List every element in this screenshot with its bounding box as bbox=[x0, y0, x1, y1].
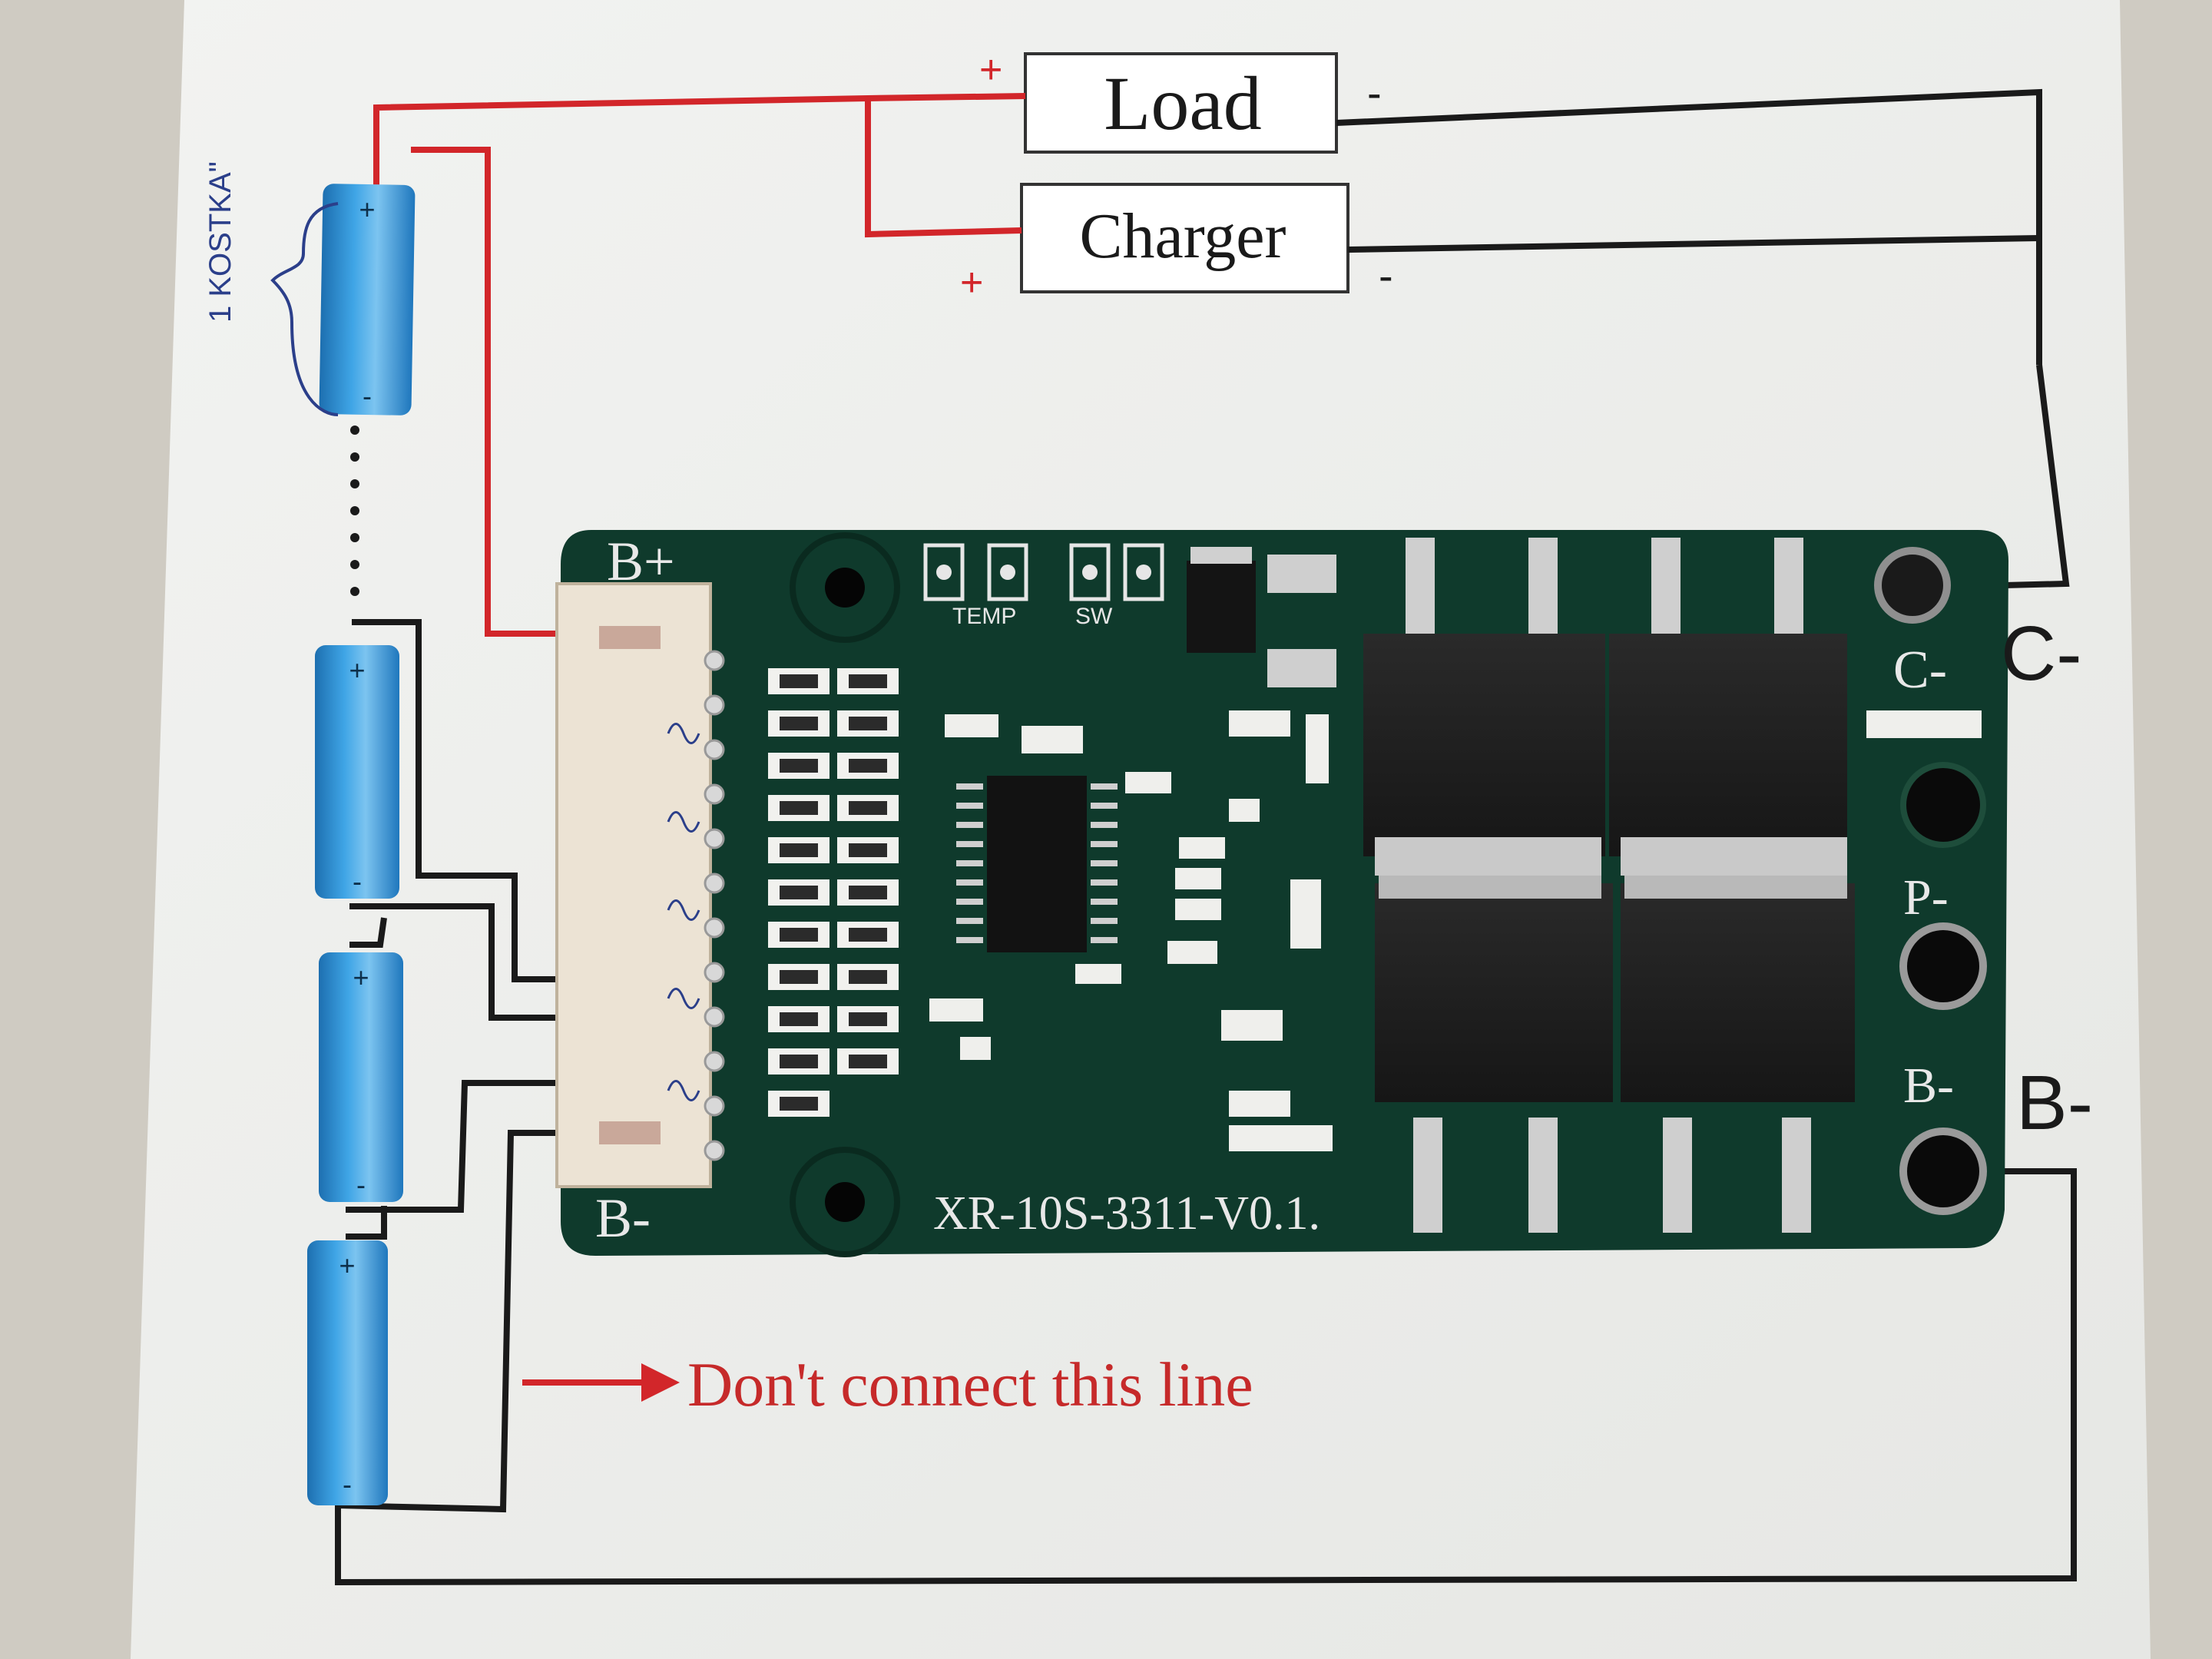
mosfet-bottom-left bbox=[1375, 876, 1613, 1233]
negative-wires bbox=[335, 88, 2077, 1586]
pcb-label-c-minus: C- bbox=[1893, 641, 1947, 700]
battery-cell-4: + - bbox=[307, 1240, 388, 1505]
sw-label: SW bbox=[1075, 604, 1113, 629]
board-model: XR-10S-3311-V0.1. bbox=[933, 1187, 1320, 1240]
pad-p-minus bbox=[1899, 922, 1987, 1010]
callout-c-minus: C- bbox=[2001, 611, 2082, 697]
charger-label: Charger bbox=[1079, 200, 1286, 272]
pcb-label-b-plus: B+ bbox=[607, 531, 675, 592]
battery-cell-1: + - bbox=[319, 184, 416, 416]
warning-text: Don't connect this line bbox=[687, 1349, 1253, 1419]
mosfet-top-left bbox=[1363, 538, 1605, 876]
load-plus-sign: + bbox=[979, 48, 1002, 92]
balance-connector bbox=[555, 582, 712, 1188]
handwritten-squiggles bbox=[667, 723, 700, 1101]
regulator-chip bbox=[1187, 561, 1256, 653]
bms-board: TEMP SW bbox=[555, 530, 2008, 1257]
cell-4-minus: - bbox=[343, 1469, 352, 1500]
cell-3-minus: - bbox=[356, 1169, 366, 1200]
warning-arrow bbox=[522, 1363, 680, 1402]
cell-3-plus: + bbox=[353, 962, 369, 993]
cell-2-minus: - bbox=[353, 866, 362, 897]
load-box: Load bbox=[1024, 52, 1338, 154]
charger-box: Charger bbox=[1020, 183, 1349, 293]
bms-controller-ic bbox=[987, 776, 1087, 952]
temp-sw-headers bbox=[923, 543, 1164, 601]
pcb-label-b-minus: B- bbox=[595, 1187, 651, 1249]
charger-plus-sign: + bbox=[960, 260, 983, 305]
mount-hole-top bbox=[790, 532, 900, 643]
connector-pins bbox=[704, 650, 725, 1161]
cell-4-plus: + bbox=[339, 1250, 355, 1281]
temp-label: TEMP bbox=[952, 604, 1016, 629]
pcb-label-p-minus: P- bbox=[1903, 869, 1949, 926]
mosfet-bottom-right bbox=[1621, 876, 1855, 1233]
pad-b-minus bbox=[1899, 1128, 1987, 1215]
battery-cell-2: + - bbox=[315, 645, 399, 899]
pad-c-minus bbox=[1874, 547, 1951, 624]
positive-wires bbox=[373, 93, 1026, 637]
mosfet-top-right bbox=[1609, 538, 1847, 876]
ic-pins bbox=[956, 783, 1118, 943]
handwritten-annotation: 1 KOSTKA" bbox=[204, 161, 339, 416]
load-minus-sign: - bbox=[1367, 68, 1382, 117]
charger-minus-sign: - bbox=[1379, 251, 1393, 300]
series-continuation-dots bbox=[350, 426, 359, 596]
load-label: Load bbox=[1104, 61, 1261, 146]
callout-b-minus: B- bbox=[2016, 1060, 2093, 1146]
pad-middle bbox=[1900, 762, 1986, 848]
handwritten-note: 1 KOSTKA" bbox=[204, 161, 237, 323]
battery-cell-3: + - bbox=[319, 952, 403, 1202]
power-pads bbox=[1874, 547, 1987, 1215]
cell-1-minus: - bbox=[363, 380, 372, 412]
cell-1-plus: + bbox=[359, 194, 375, 225]
smd-components bbox=[929, 710, 1333, 1151]
pcb-label-b-minus-right: B- bbox=[1903, 1058, 1954, 1114]
cell-2-plus: + bbox=[349, 654, 365, 686]
mount-hole-bottom bbox=[790, 1147, 900, 1257]
